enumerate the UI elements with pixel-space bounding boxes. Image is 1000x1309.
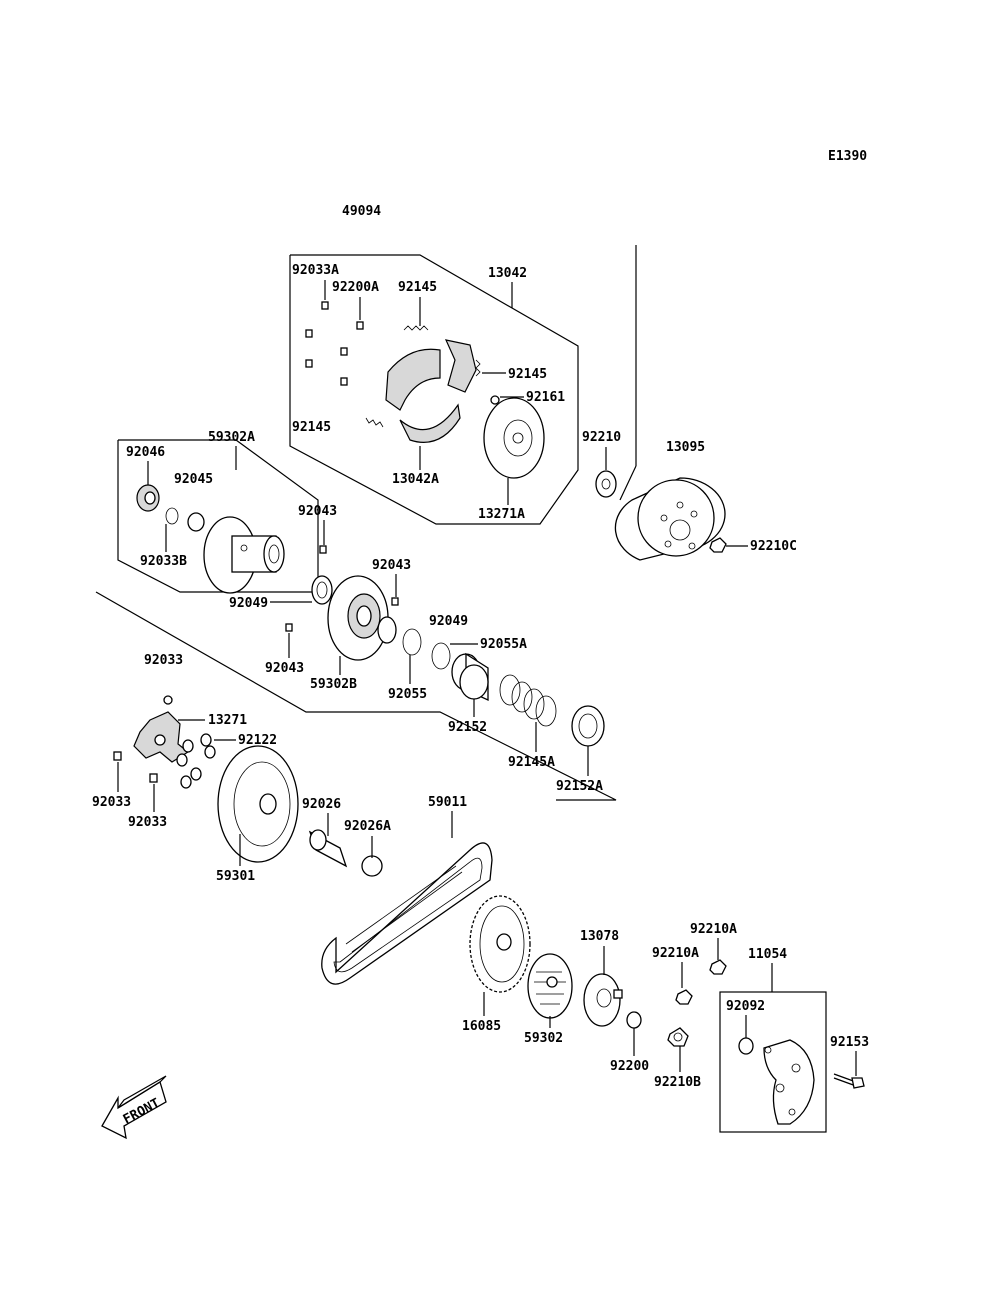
label-92210C: 92210C	[750, 539, 797, 554]
label-92033-b: 92033	[128, 815, 167, 830]
label-92043-a: 92043	[298, 504, 337, 519]
label-92046: 92046	[126, 445, 165, 460]
sprocket-group	[469, 895, 727, 1047]
label-92161: 92161	[526, 390, 565, 405]
label-92055: 92055	[388, 687, 427, 702]
clutch-group-frame	[289, 245, 637, 525]
label-92145A: 92145A	[508, 755, 555, 770]
diagram-code: E1390	[828, 149, 867, 164]
clutch-drum-13095	[595, 470, 727, 561]
label-59011: 59011	[428, 795, 467, 810]
assembly-label-49094: 49094	[342, 204, 381, 219]
label-13042: 13042	[488, 266, 527, 281]
label-13271: 13271	[208, 713, 247, 728]
label-13042A: 13042A	[392, 472, 439, 487]
label-92153: 92153	[830, 1035, 869, 1050]
label-59302B: 59302B	[310, 677, 357, 692]
label-92122: 92122	[238, 733, 277, 748]
label-11054: 11054	[748, 947, 787, 962]
label-92210: 92210	[582, 430, 621, 445]
label-92210A-a: 92210A	[690, 922, 737, 937]
label-92043-b: 92043	[372, 558, 411, 573]
ramp-plate-parts	[113, 695, 383, 877]
label-92200: 92200	[610, 1059, 649, 1074]
label-92026: 92026	[302, 797, 341, 812]
label-59302: 59302	[524, 1031, 563, 1046]
label-92033A: 92033A	[292, 263, 339, 278]
label-59301: 59301	[216, 869, 255, 884]
label-92210A-b: 92210A	[652, 946, 699, 961]
front-arrow-icon: FRONT	[101, 1075, 167, 1140]
label-59302A: 59302A	[208, 430, 255, 445]
driven-pulley-parts	[136, 484, 605, 747]
label-92145-top: 92145	[398, 280, 437, 295]
label-13271A: 13271A	[478, 507, 525, 522]
label-16085: 16085	[462, 1019, 501, 1034]
label-92049-b: 92049	[429, 614, 468, 629]
label-92210B: 92210B	[654, 1075, 701, 1090]
label-92033B: 92033B	[140, 554, 187, 569]
label-92033-main: 92033	[144, 653, 183, 668]
clutch-shoe-assembly	[305, 301, 545, 479]
label-92200A: 92200A	[332, 280, 379, 295]
label-13095: 13095	[666, 440, 705, 455]
label-92049-a: 92049	[229, 596, 268, 611]
label-92026A: 92026A	[344, 819, 391, 834]
label-92033-l: 92033	[92, 795, 131, 810]
label-92045: 92045	[174, 472, 213, 487]
label-92145-left: 92145	[292, 420, 331, 435]
label-92152: 92152	[448, 720, 487, 735]
label-13078: 13078	[580, 929, 619, 944]
label-92043-c: 92043	[265, 661, 304, 676]
label-92092: 92092	[726, 999, 765, 1014]
label-92152A: 92152A	[556, 779, 603, 794]
v-belt-59011	[321, 842, 493, 985]
label-92055A: 92055A	[480, 637, 527, 652]
label-92145-mid: 92145	[508, 367, 547, 382]
